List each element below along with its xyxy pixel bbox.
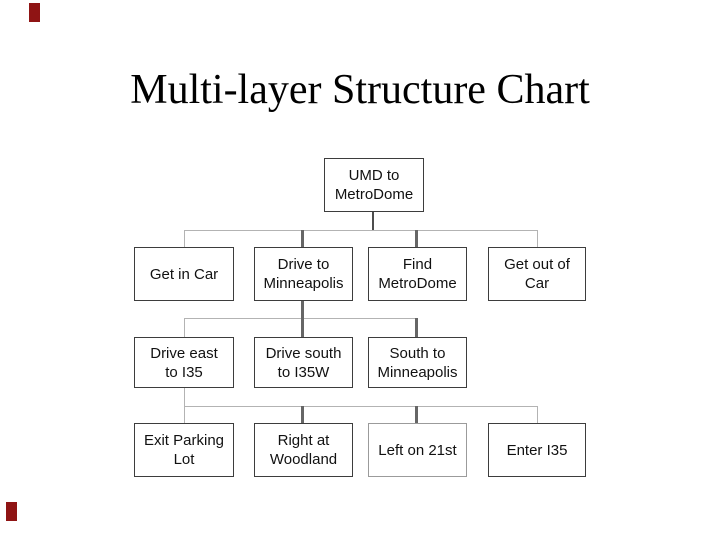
node-left-on-21st: Left on 21st [368,423,467,477]
red-marker-bottom-left [6,502,17,521]
connector-drive-to-minneapolis-stem [301,301,304,318]
connector-level1-drop-4 [537,230,538,247]
node-drive-south-to-i35w: Drive south to I35W [254,337,353,388]
node-get-in-car: Get in Car [134,247,234,301]
connector-level3-drop-4 [537,406,538,423]
connector-level1-rail [184,230,538,231]
connector-level2-drop-3 [415,318,418,337]
connector-level1-drop-3 [415,230,418,247]
connector-level1-drop-1 [184,230,185,247]
node-exit-parking-lot: Exit Parking Lot [134,423,234,477]
node-get-out-of-car: Get out of Car [488,247,586,301]
connector-level1-drop-2 [301,230,304,247]
node-enter-i35: Enter I35 [488,423,586,477]
node-drive-east-to-i35: Drive east to I35 [134,337,234,388]
node-south-to-minneapolis: South to Minneapolis [368,337,467,388]
connector-level2-drop-1 [184,318,185,337]
connector-level3-drop-1 [184,406,185,423]
connector-level2-drop-2 [301,318,304,337]
node-umd-to-metrodome: UMD to MetroDome [324,158,424,212]
slide-title: Multi-layer Structure Chart [130,67,590,113]
connector-level3-drop-2 [301,406,304,423]
connector-level3-drop-3 [415,406,418,423]
connector-level3-rail [184,406,538,407]
red-marker-top-left [29,3,40,22]
connector-drive-east-stem [184,388,185,406]
node-find-metrodome: Find MetroDome [368,247,467,301]
node-drive-to-minneapolis: Drive to Minneapolis [254,247,353,301]
node-right-at-woodland: Right at Woodland [254,423,353,477]
connector-root-stem [372,212,374,230]
